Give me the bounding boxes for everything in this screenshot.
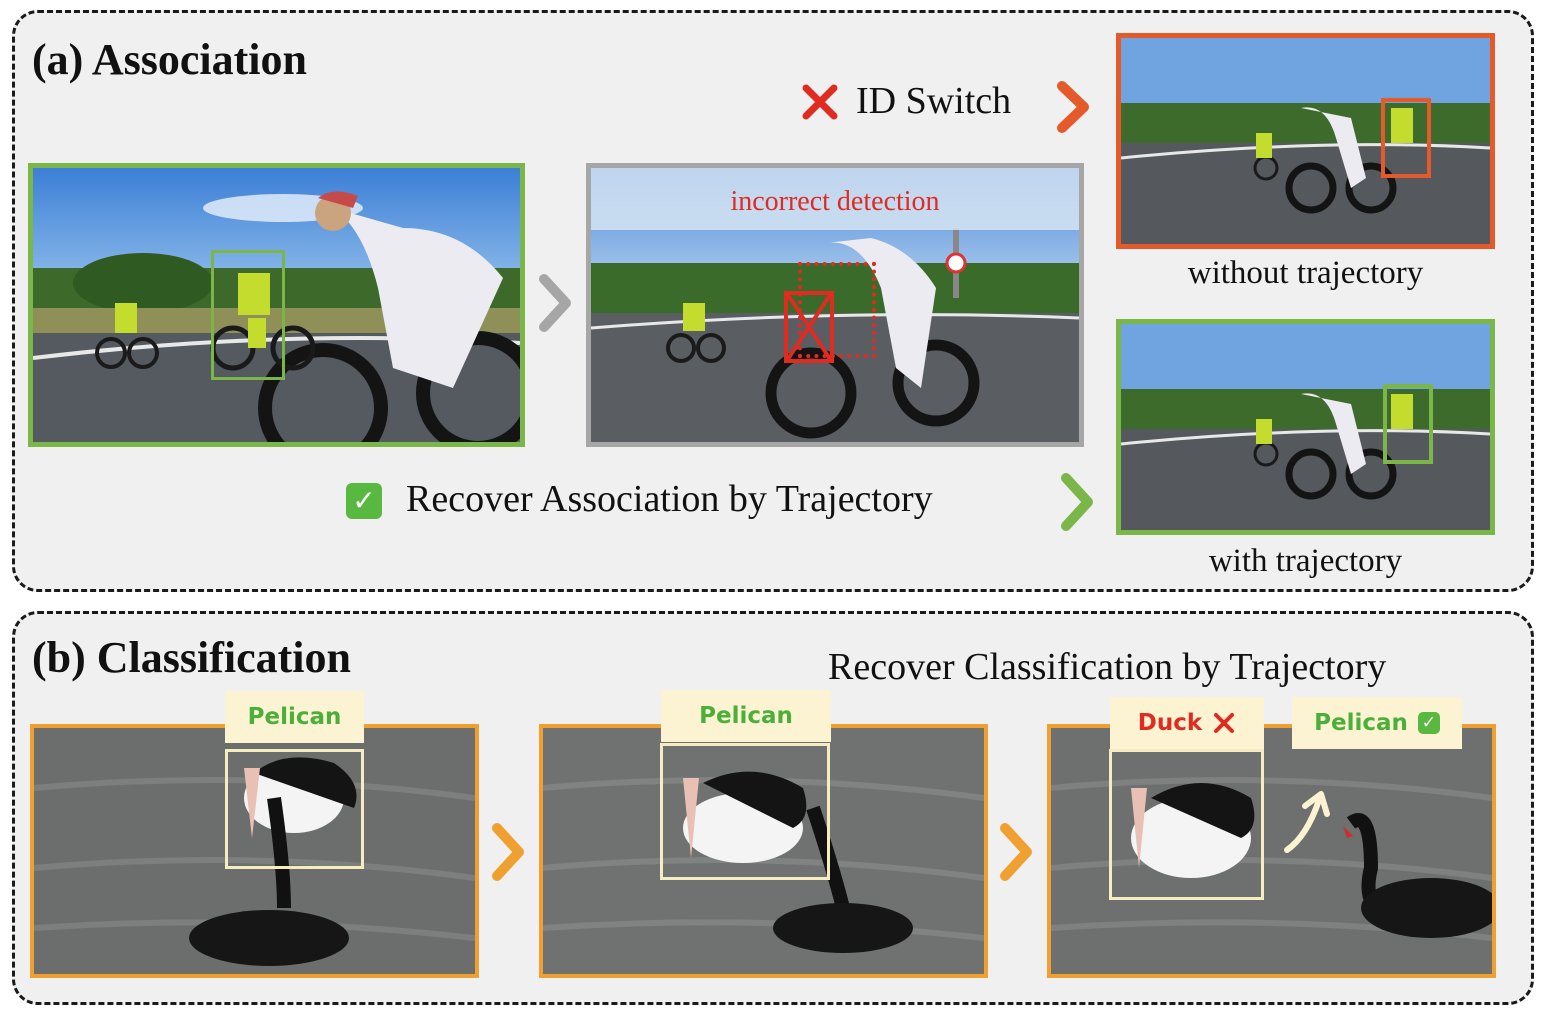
classification-title: (b) Classification bbox=[32, 633, 351, 682]
detection-banner bbox=[591, 168, 1079, 230]
correct-track-bbox bbox=[1383, 384, 1433, 464]
tag-text: Pelican bbox=[247, 704, 342, 730]
classification-tag: Pelican bbox=[661, 690, 831, 742]
with-trajectory-caption: with trajectory bbox=[1208, 543, 1403, 579]
id-switch-label: ID Switch bbox=[856, 80, 1012, 122]
bird-frame-2 bbox=[539, 724, 988, 978]
curved-arrow-icon bbox=[1284, 791, 1330, 853]
correct-class-tag: Pelican ✓ bbox=[1292, 697, 1462, 749]
without-trajectory-caption: without trajectory bbox=[1187, 255, 1424, 291]
pelican-bbox bbox=[660, 743, 830, 880]
tag-text: Pelican bbox=[699, 703, 793, 729]
cyclist-frame-1 bbox=[28, 163, 525, 447]
id-switch-bbox bbox=[1381, 98, 1431, 178]
chevron-right-icon bbox=[489, 822, 529, 882]
bird-frame-1 bbox=[30, 724, 479, 978]
chevron-right-icon bbox=[536, 273, 576, 333]
recover-classification-label: Recover Classification by Trajectory bbox=[828, 646, 1387, 688]
wrong-class-tag: Duck bbox=[1110, 697, 1264, 749]
misclassified-bbox bbox=[1109, 749, 1264, 900]
recover-association-label: Recover Association by Trajectory bbox=[406, 478, 933, 520]
incorrect-detection-label: incorrect detection bbox=[730, 186, 940, 217]
rejected-detection-bbox bbox=[784, 291, 834, 363]
cyclist-frame-2: incorrect detection bbox=[586, 163, 1084, 447]
tag-text-wrong: Duck bbox=[1137, 710, 1203, 736]
with-trajectory-frame bbox=[1116, 319, 1495, 535]
cross-icon bbox=[1212, 711, 1236, 735]
chevron-right-icon bbox=[1058, 472, 1098, 532]
pelican-bbox bbox=[225, 749, 364, 869]
check-icon: ✓ bbox=[346, 483, 382, 519]
chevron-right-icon bbox=[997, 822, 1037, 882]
without-trajectory-frame bbox=[1116, 33, 1495, 249]
chevron-right-icon bbox=[1054, 80, 1094, 134]
association-title: (a) Association bbox=[32, 35, 307, 84]
bird-frame-3 bbox=[1047, 724, 1496, 978]
tag-text-right: Pelican bbox=[1314, 710, 1408, 736]
classification-tag: Pelican bbox=[225, 691, 364, 743]
cross-icon bbox=[800, 82, 840, 122]
tracked-cyclist-bbox bbox=[211, 250, 285, 380]
check-icon: ✓ bbox=[1417, 712, 1440, 734]
